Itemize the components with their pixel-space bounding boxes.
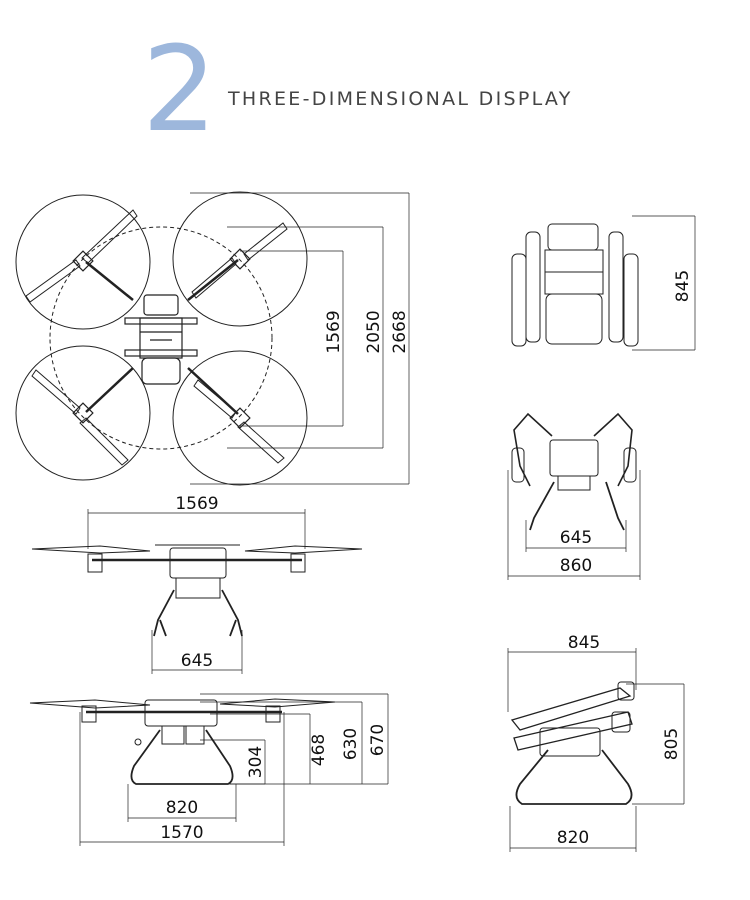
folded-side-body (539, 727, 601, 757)
front-view-tank (175, 577, 221, 599)
front-view-body (169, 547, 227, 579)
front-view-dim-1569: 1569 (175, 494, 218, 514)
folded-front-landing-gear (529, 481, 625, 531)
rotor-disc-front-right (172, 191, 308, 327)
front-view-landing-gear (153, 589, 243, 637)
folded-side-dim-820: 820 (557, 828, 589, 848)
folded-top-tank (545, 293, 603, 345)
top-view-dim-2050: 2050 (364, 310, 384, 353)
side-view-front-motor (81, 705, 97, 723)
folded-side-dim-845: 845 (568, 633, 600, 653)
fuselage (124, 294, 198, 385)
front-view (31, 509, 363, 674)
folded-front-body (549, 439, 599, 477)
front-view-left-motor (87, 553, 103, 573)
folded-front-dimension-lines (507, 470, 641, 580)
span-circle (49, 226, 273, 450)
folded-side-view (507, 648, 685, 852)
side-view-dim-304: 304 (246, 746, 266, 778)
front-view-right-blades (244, 545, 363, 554)
side-view (29, 693, 389, 846)
folded-front-dim-645: 645 (560, 528, 592, 548)
folded-top-dim-845: 845 (673, 270, 693, 302)
motors (72, 248, 251, 429)
side-view-dim-670: 670 (368, 724, 388, 756)
folded-side-dim-805: 805 (662, 728, 682, 760)
side-view-dim-1570: 1570 (160, 823, 203, 843)
folded-top-left-arm (511, 253, 527, 347)
folded-top-dimension-lines (632, 215, 696, 351)
side-view-dim-468: 468 (309, 734, 329, 766)
front-view-right-motor (290, 553, 306, 573)
folded-top-body (547, 223, 599, 251)
front-view-left-blades (31, 545, 151, 554)
section-title: THREE-DIMENSIONAL DISPLAY (228, 88, 573, 110)
rotor-disc-front-left (15, 194, 151, 330)
folded-front-dim-860: 860 (560, 556, 592, 576)
folded-side-landing-gear (515, 749, 633, 805)
side-view-left-blades (29, 699, 151, 709)
folded-side-upper-arm (510, 687, 632, 731)
section-number: 2 (142, 20, 218, 158)
front-view-dim-645: 645 (181, 651, 213, 671)
top-view (15, 191, 410, 486)
folded-side-lower-arm (513, 711, 633, 751)
folded-top-view (511, 215, 696, 351)
top-view-dim-2668: 2668 (390, 310, 410, 353)
side-view-right-blades (219, 698, 336, 708)
folded-front-left-arm (513, 412, 553, 487)
side-view-landing-gear (130, 729, 234, 785)
propeller-blades (25, 209, 288, 466)
side-view-dim-630: 630 (341, 728, 361, 760)
folded-front-right-arm (593, 412, 633, 487)
folded-top-right-arm (608, 231, 624, 343)
folded-side-dimension-lines (507, 648, 685, 852)
arms (85, 259, 239, 415)
top-view-dimension-lines (190, 192, 410, 485)
side-view-dimension-lines (79, 693, 389, 846)
rotor-disc-rear-right (172, 350, 308, 486)
rotor-disc-rear-left (15, 345, 151, 481)
folded-front-view (507, 412, 641, 580)
side-view-tank (161, 725, 185, 745)
front-view-dimension-lines (87, 509, 306, 674)
side-view-dim-820: 820 (166, 798, 198, 818)
top-view-dim-1569: 1569 (324, 310, 344, 353)
